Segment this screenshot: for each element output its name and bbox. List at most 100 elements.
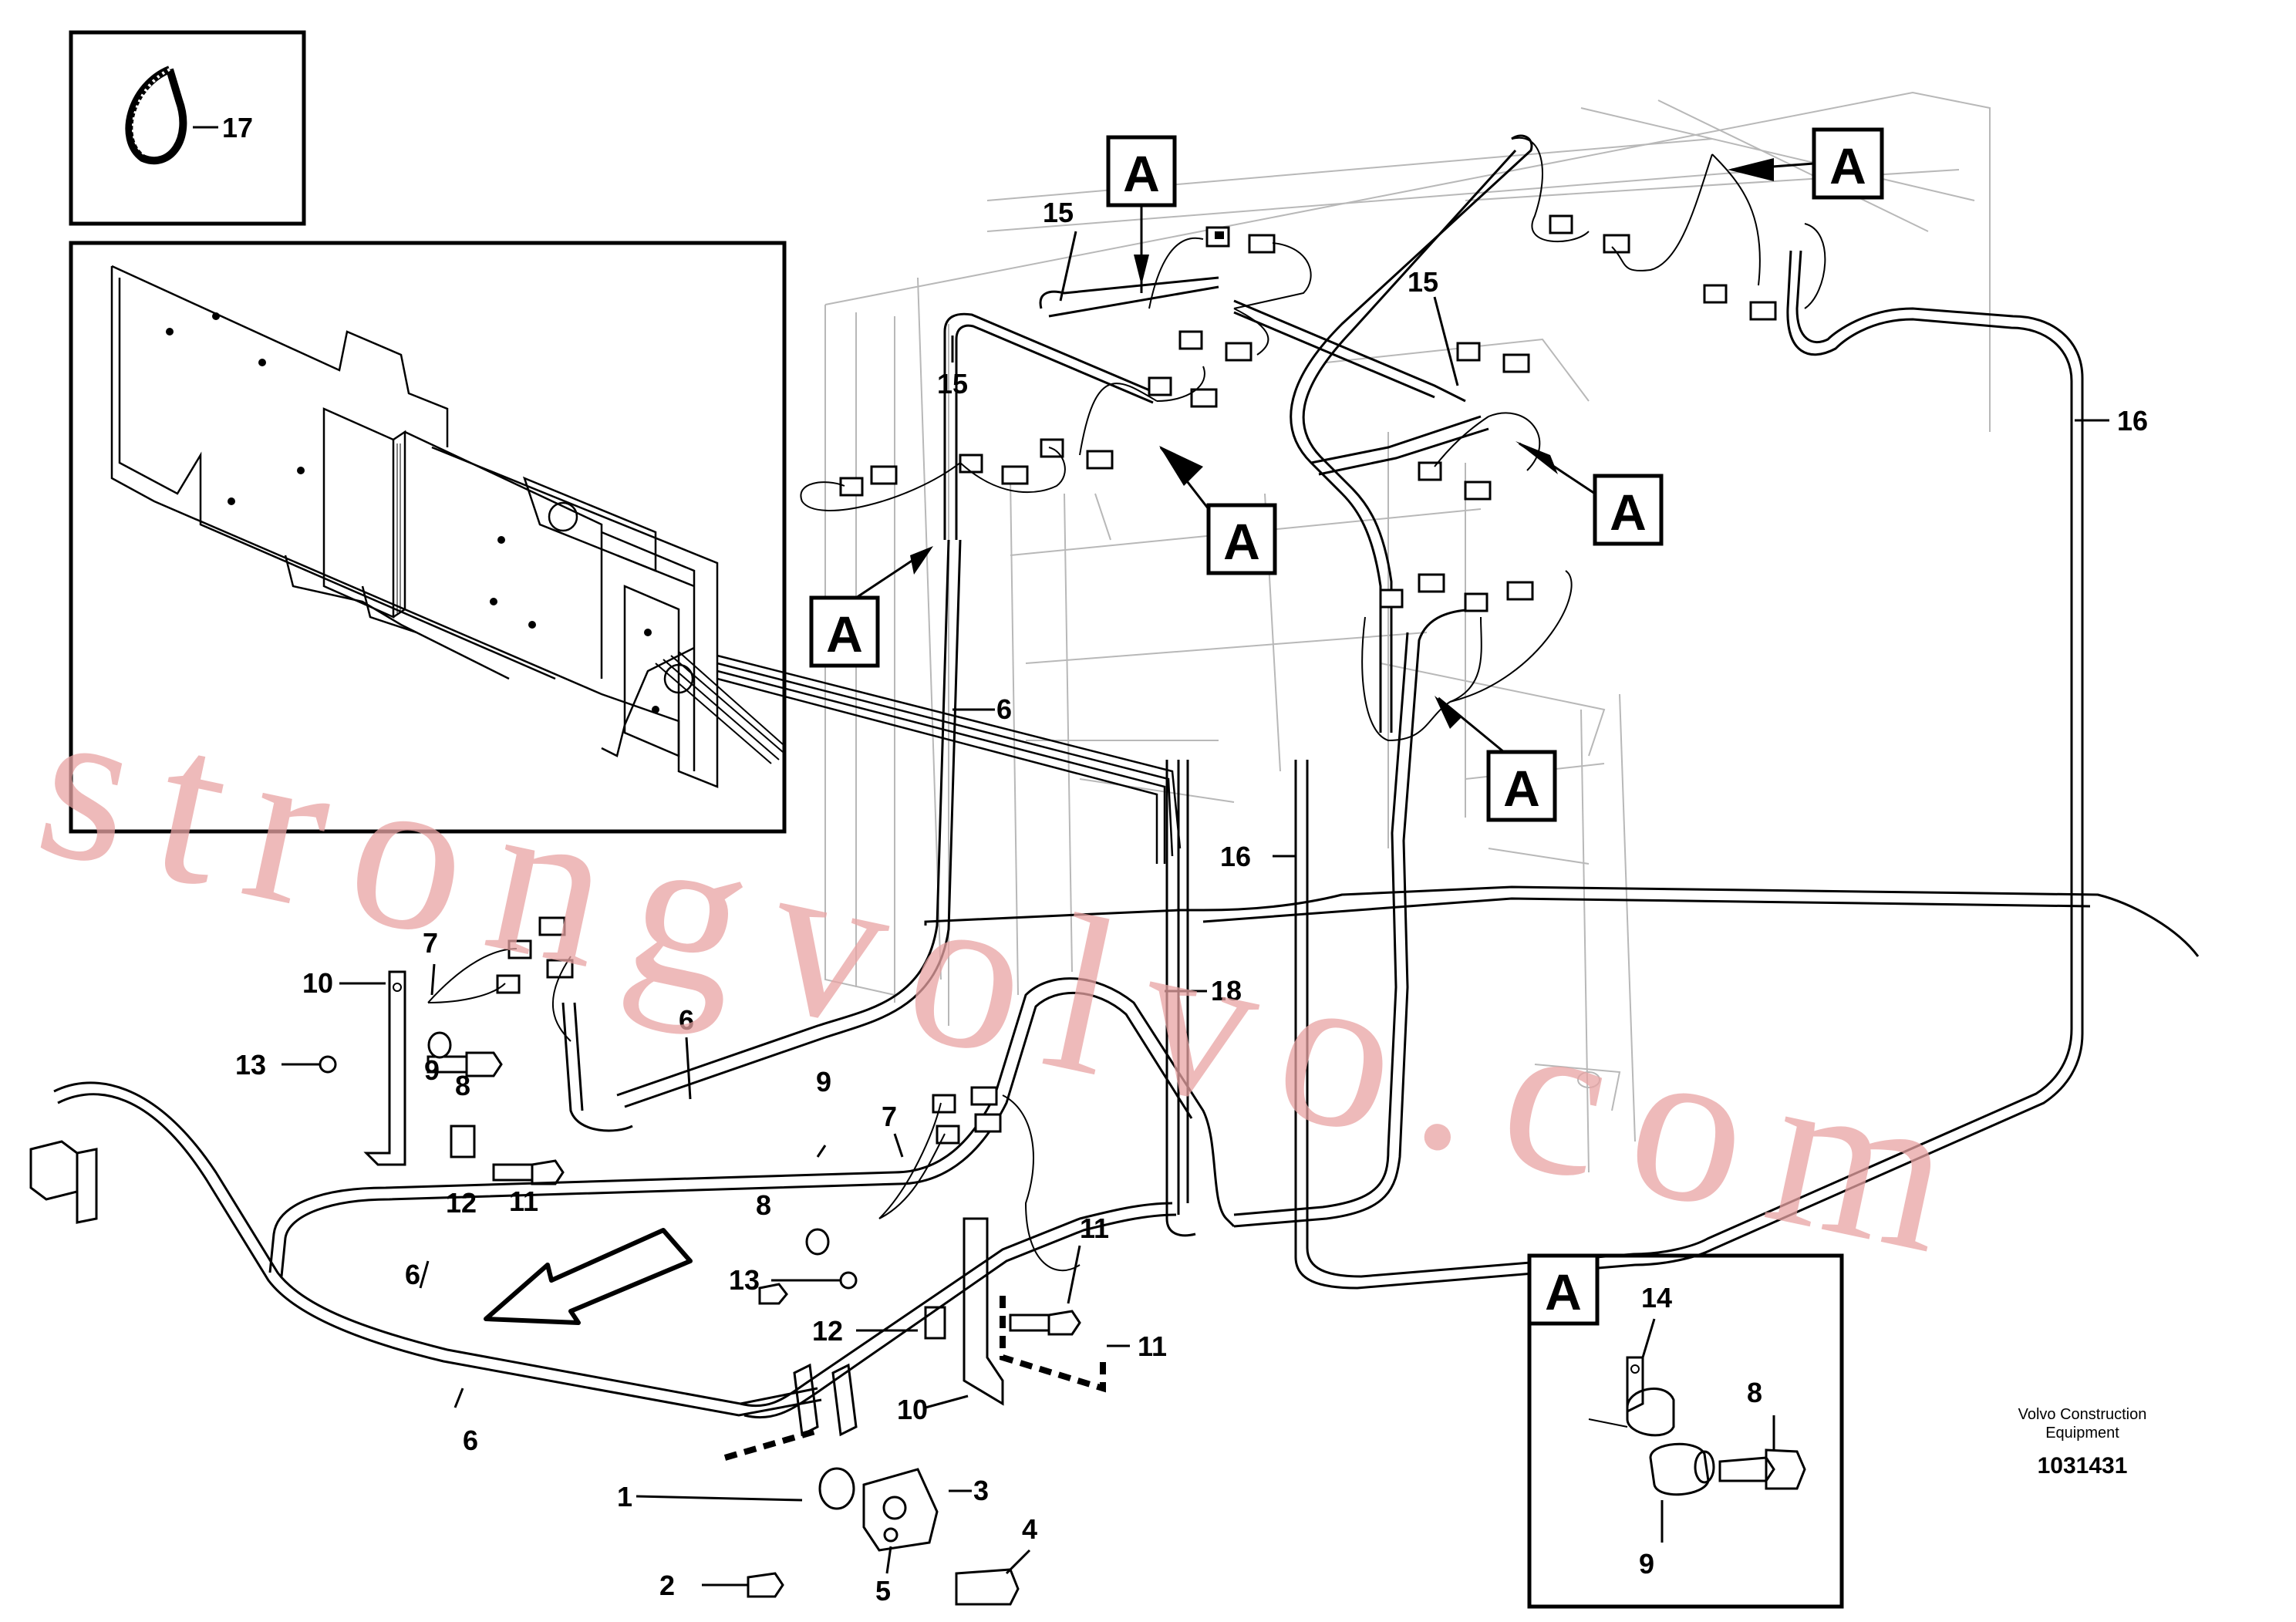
callout-6: 6 <box>679 1004 694 1036</box>
callout-11: 11 <box>1138 1330 1167 1362</box>
connector-icon <box>496 974 521 994</box>
cable-18 <box>924 760 2200 1237</box>
plate-3-icon <box>862 1468 939 1552</box>
reference-a-box: A <box>1159 446 1277 575</box>
callout-9: 9 <box>816 1066 831 1098</box>
svg-text:A: A <box>1503 760 1540 817</box>
callout-17: 17 <box>222 112 253 143</box>
reference-a-box: A <box>1435 696 1557 822</box>
connector-icon <box>1456 342 1481 362</box>
bracket-10-upper <box>363 970 406 1166</box>
bolt-icon <box>426 1051 503 1077</box>
bracket-10-lower <box>963 1217 1004 1406</box>
callout-12: 12 <box>446 1187 477 1219</box>
callout-16: 16 <box>1220 841 1251 872</box>
callout-6: 6 <box>405 1259 420 1290</box>
callout-8: 8 <box>1747 1377 1762 1408</box>
callout-12: 12 <box>812 1315 843 1347</box>
control-unit-detail-box <box>69 241 787 834</box>
control-panel-drawing <box>110 265 784 788</box>
connector-harness-loops <box>427 137 1826 1272</box>
connector-icon <box>1190 388 1218 408</box>
connector-icon <box>1178 330 1203 350</box>
connector-icon <box>1603 234 1630 254</box>
clamp-12-icon <box>450 1125 946 1340</box>
spacer-icon <box>427 1031 830 1256</box>
spacer-9-icon <box>1649 1442 1715 1496</box>
connector-icon <box>1464 481 1492 501</box>
cable-15 <box>943 134 1533 733</box>
callout-16: 16 <box>2117 405 2148 437</box>
callout-13: 13 <box>729 1264 760 1296</box>
reference-a-box: A <box>809 546 933 668</box>
connector-icon <box>1418 461 1442 481</box>
reference-a-box: A <box>1515 441 1664 546</box>
drawing-number: 1031431 <box>2038 1453 2128 1479</box>
bolt-icon <box>492 1159 565 1185</box>
connector-icon <box>1502 353 1530 373</box>
connector-icon <box>1148 376 1172 396</box>
svg-text:A: A <box>1610 484 1647 541</box>
main-harness-bundle <box>716 654 1182 864</box>
callout-15: 15 <box>1408 266 1438 298</box>
callout-8: 8 <box>455 1070 470 1101</box>
detail-a-box: A <box>1527 1253 1844 1609</box>
connector-icon <box>974 1113 1002 1133</box>
company-name-line2: Equipment <box>2045 1425 2119 1442</box>
connector-icon <box>1225 342 1253 362</box>
callout-9: 9 <box>1639 1548 1654 1580</box>
connector-icon <box>970 1086 998 1106</box>
callout-7: 7 <box>423 927 438 959</box>
connector-icon <box>1464 592 1489 612</box>
connector-icon <box>1205 226 1230 248</box>
connector-icon <box>1086 450 1114 470</box>
washer-icon <box>319 1055 858 1290</box>
connector-icon <box>870 465 898 485</box>
callout-10: 10 <box>302 967 333 999</box>
detail-a-label: A <box>1545 1263 1582 1320</box>
callout-18: 18 <box>1211 975 1242 1007</box>
callout-leaders <box>282 231 2109 1587</box>
drawing-footer: Volvo Construction Equipment 1031431 <box>2018 1406 2147 1479</box>
callout-6: 6 <box>996 693 1012 725</box>
connector-icon <box>839 477 864 497</box>
connector-icon <box>1506 581 1534 601</box>
callout-13: 13 <box>235 1049 266 1081</box>
company-name-line1: Volvo Construction <box>2018 1406 2147 1423</box>
bolt-icon <box>955 1568 1020 1606</box>
bolt-8-icon <box>1718 1448 1806 1490</box>
clip-14-icon <box>1588 1356 1675 1437</box>
direction-arrow <box>484 1228 693 1325</box>
callout-11: 11 <box>509 1185 538 1217</box>
callout-labels: 15 15 15 16 16 6 6 6 6 18 7 7 9 9 9 8 8 … <box>235 197 2148 1607</box>
switch-1-icon <box>793 1363 858 1510</box>
callout-11: 11 <box>1080 1212 1109 1244</box>
svg-text:A: A <box>1223 513 1260 570</box>
connector-icon <box>1703 284 1728 304</box>
callout-5: 5 <box>875 1575 891 1607</box>
connector-icon <box>538 916 566 936</box>
connector-icon <box>1248 234 1276 254</box>
callout-15: 15 <box>937 368 968 400</box>
connector-icon <box>1549 214 1573 234</box>
callout-7: 7 <box>882 1101 897 1132</box>
reference-a-box: A <box>1728 127 1884 200</box>
bolt-icon <box>747 1572 784 1598</box>
svg-text:A: A <box>1829 137 1866 194</box>
callout-15: 15 <box>1043 197 1074 228</box>
bolt-icon <box>1009 1310 1081 1336</box>
connector-pairs <box>496 214 1777 1145</box>
connector-icon <box>936 1125 960 1145</box>
connector-icon <box>1418 573 1445 593</box>
connector-icon <box>959 454 983 474</box>
connector-icon <box>1749 301 1777 321</box>
callout-6: 6 <box>463 1425 478 1456</box>
callout-8: 8 <box>756 1189 771 1221</box>
callout-2: 2 <box>659 1570 675 1601</box>
callout-1: 1 <box>617 1481 632 1512</box>
connector-icon <box>1001 465 1029 485</box>
cable-tie-icon <box>125 66 187 165</box>
cable-tie-detail-box: 17 <box>69 30 306 226</box>
svg-text:A: A <box>1123 145 1160 202</box>
